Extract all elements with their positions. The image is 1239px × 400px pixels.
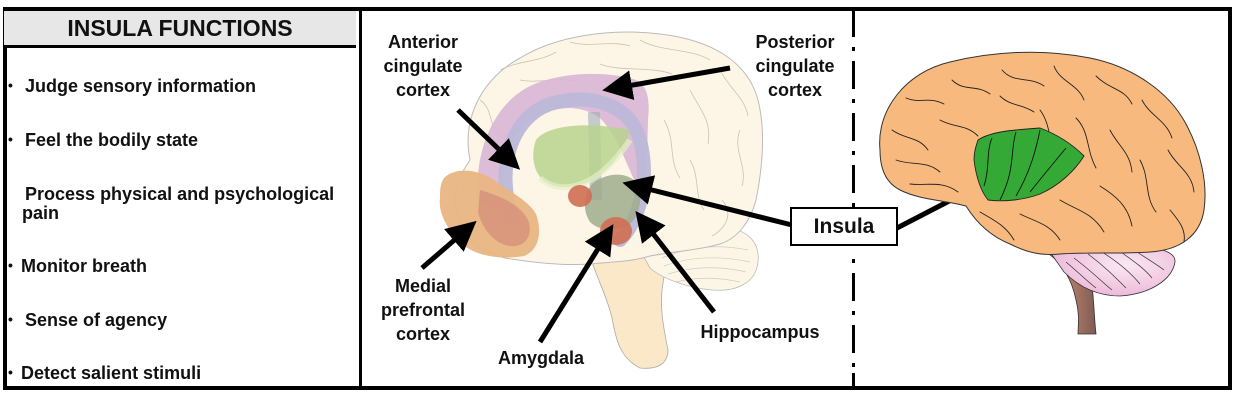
bullet-icon: • [8, 311, 13, 327]
brainstem-shape [591, 249, 669, 369]
insula-label-box: Insula [790, 207, 898, 246]
label-medial-prefrontal: Medial prefrontal cortex [380, 276, 465, 344]
lateral-insula-shape [973, 127, 1085, 202]
lateral-brain [879, 51, 1206, 335]
bullet-icon: • [8, 364, 13, 380]
function-item: • Sense of agency [8, 310, 168, 330]
function-item: • Process physical and psychological pai… [8, 184, 367, 223]
label-hippocampus: Hippocampus [700, 322, 820, 342]
function-item: • Feel the bodily state [8, 130, 199, 150]
label-posterior-cingulate: Posterior cingulate cortex [755, 32, 835, 100]
function-item: • Judge sensory information [8, 76, 257, 96]
arrow-posterior-cingulate [602, 65, 731, 101]
function-item: • Monitor breath [8, 256, 148, 276]
arrow-amygdala [537, 224, 614, 344]
label-amygdala: Amygdala [497, 348, 585, 368]
functions-panel [3, 7, 362, 390]
label-anterior-cingulate: Anterior cingulate cortex [383, 32, 463, 100]
arrow-medial-prefrontal [420, 220, 477, 270]
function-item: • Detect salient stimuli [8, 363, 202, 383]
bullet-icon: • [8, 131, 13, 147]
midline-brain [439, 31, 763, 369]
dashdot-divider [852, 11, 855, 387]
arrow-insula-midline [622, 175, 793, 228]
arrow-hippocampus [635, 210, 716, 314]
arrow-anterior-cingulate [456, 108, 521, 170]
thalamus-shape [533, 125, 630, 188]
functions-title: INSULA FUNCTIONS [4, 11, 356, 48]
bullet-icon: • [8, 77, 13, 93]
bullet-icon: • [8, 257, 13, 273]
